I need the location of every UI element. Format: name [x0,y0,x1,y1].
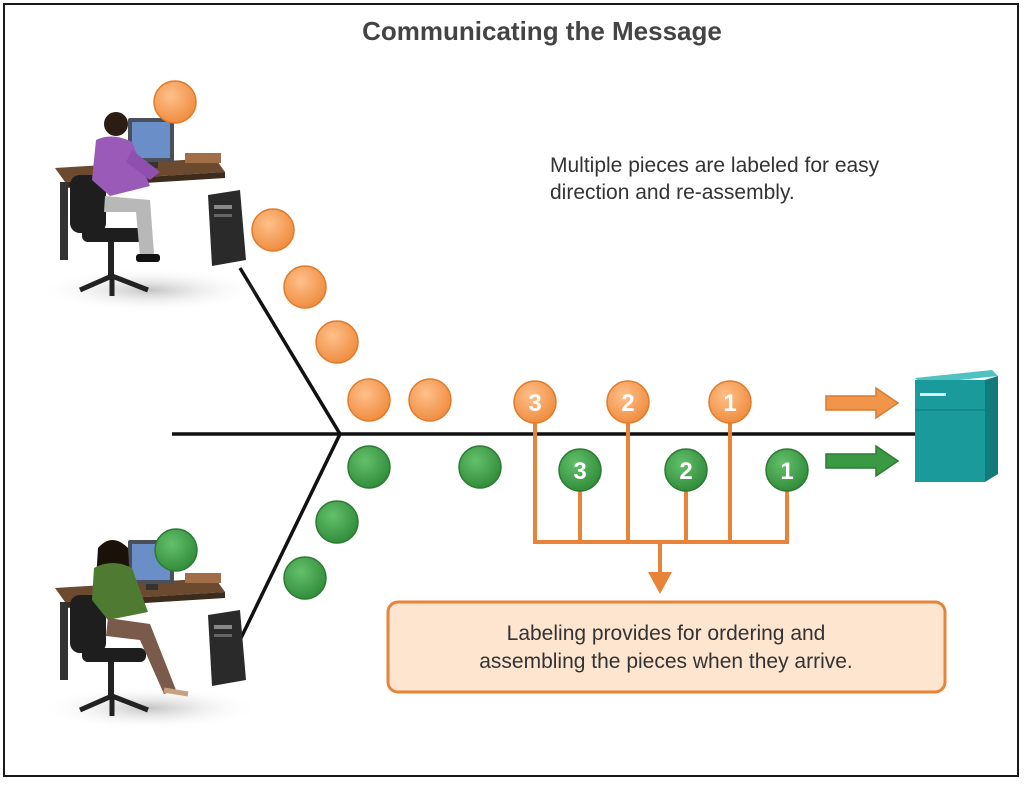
callout-line-1: Labeling provides for ordering and [507,622,826,645]
green-packet-1 [765,448,809,492]
note-line-1: Multiple pieces are labeled for easy [550,154,880,177]
green-packet [283,556,327,600]
callout-line-2: assembling the pieces when they arrive. [479,650,853,673]
orange-packet-1 [708,380,752,424]
green-packet [347,445,391,489]
lower-branch-line [238,433,342,641]
labeled-green-packets: 3 2 1 [558,448,809,492]
upper-branch-line [238,267,342,435]
green-packet [154,528,198,572]
green-packet-3 [558,448,602,492]
green-packets [154,445,502,600]
orange-packets [153,80,452,422]
green-packet-2-label: 2 [679,458,692,485]
labeled-orange-packets: 3 2 1 [513,380,752,424]
orange-packet [408,378,452,422]
server-icon [915,370,998,482]
note-line-2: direction and re-assembly. [550,181,795,204]
network-lines [172,267,918,641]
man-at-computer-icon [40,112,260,312]
orange-packet [251,208,295,252]
orange-packet-1-label: 1 [723,390,736,417]
orange-packet [315,320,359,364]
bracket-arrow-down-icon [648,572,672,594]
arrow-right-icon [825,444,900,478]
page-title: Communicating the Message [362,16,722,46]
green-packet-2 [664,448,708,492]
orange-packet [153,80,197,124]
orange-packet [347,378,391,422]
orange-packet-3 [513,380,557,424]
arrow-right-icon [825,386,900,420]
orange-packet [283,265,327,309]
green-packet-1-label: 1 [780,458,793,485]
green-packet-3-label: 3 [573,458,586,485]
green-packet [315,500,359,544]
green-packet [458,445,502,489]
callout-box: Labeling provides for ordering and assem… [386,600,947,694]
orange-packet-3-label: 3 [528,390,541,417]
labeling-bracket [533,420,789,578]
orange-packet-2 [606,380,650,424]
orange-packet-2-label: 2 [621,390,634,417]
woman-at-computer-icon [40,540,260,730]
